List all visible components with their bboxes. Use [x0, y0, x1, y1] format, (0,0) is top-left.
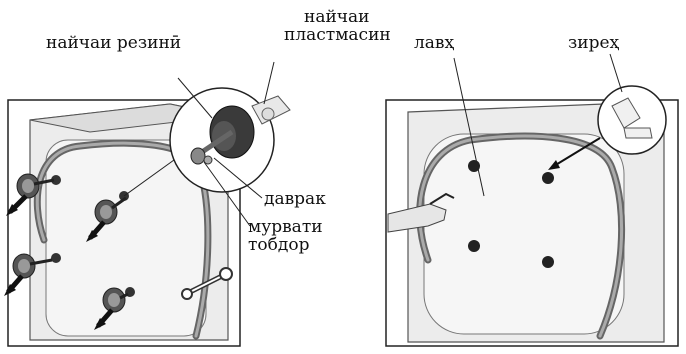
bolt-label: мурвати тобдор [248, 218, 323, 254]
panel-label: лавҳ [414, 34, 454, 52]
leader-plug [610, 54, 622, 92]
plug-label: зиреҳ [568, 34, 619, 52]
sleeve-label: даврак [264, 190, 326, 208]
plug-detail-circle [598, 86, 666, 154]
plastic-sleeve-label: найчаи пластмасин [284, 8, 391, 44]
rubber-sleeve-label: найчаи резинӣ [46, 34, 181, 52]
